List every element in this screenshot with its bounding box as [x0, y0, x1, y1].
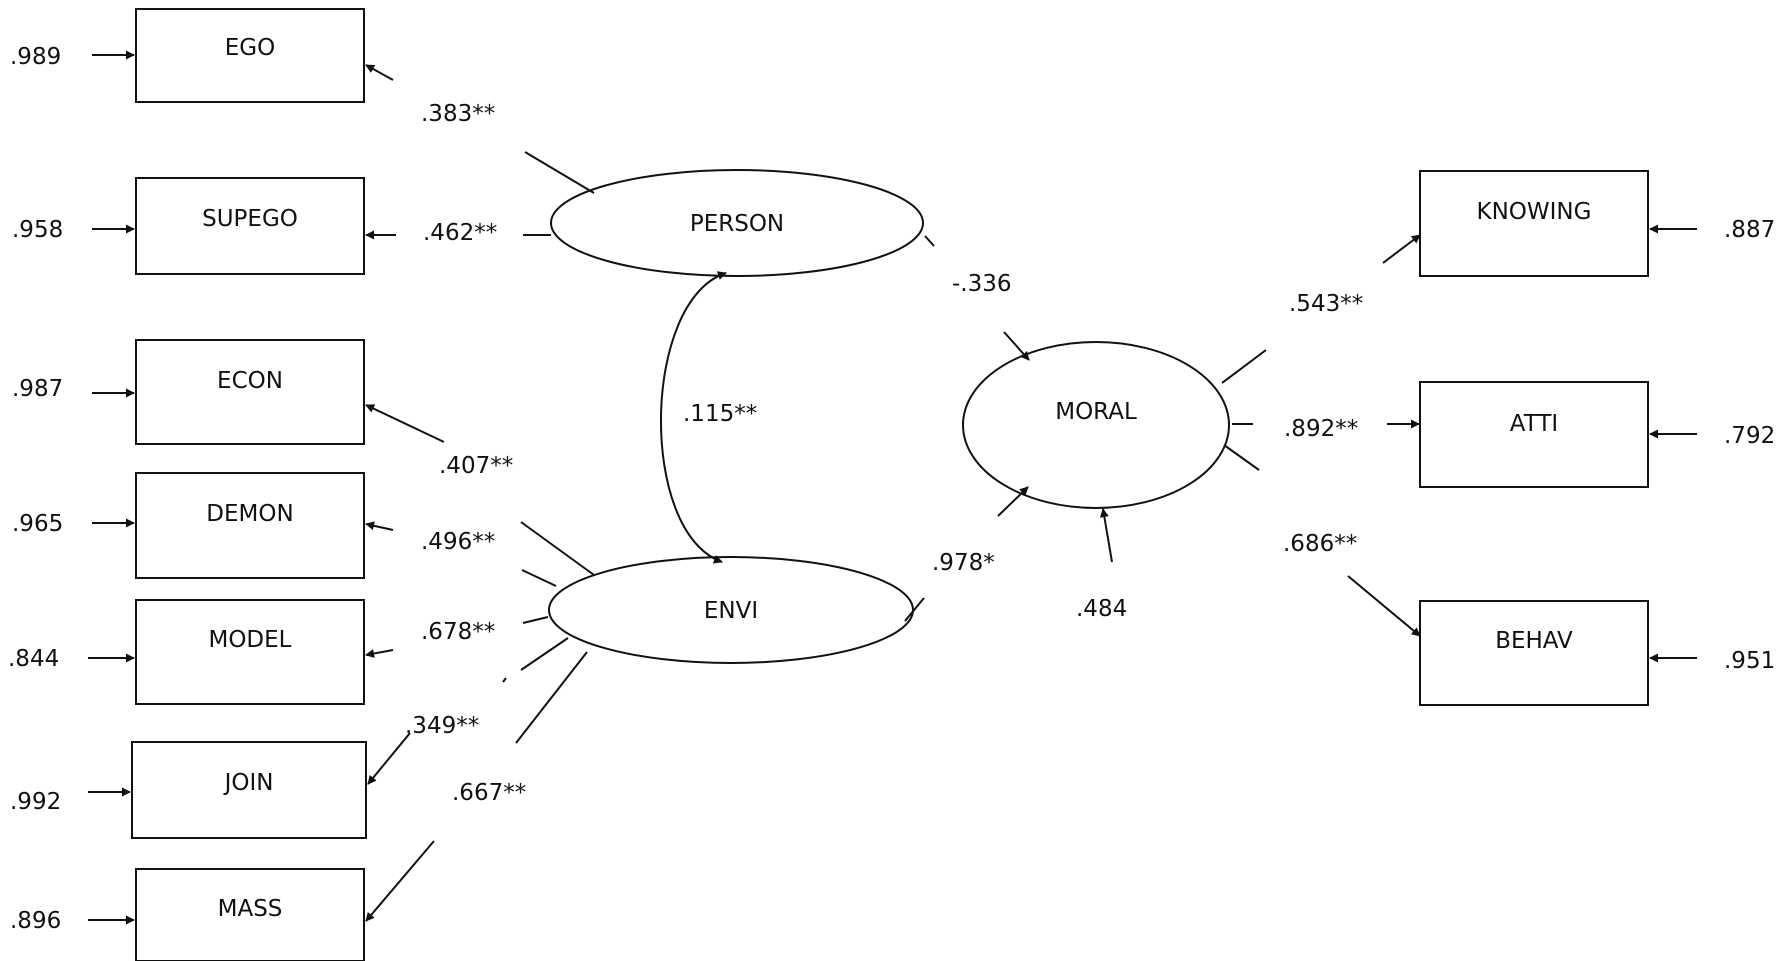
box-atti-label: ATTI: [1510, 411, 1558, 437]
loading-line-ego-stub: [524, 151, 595, 194]
error-value-atti: .792: [1724, 423, 1775, 449]
error-value-demon: .965: [12, 511, 63, 537]
loading-arrow-join: [367, 732, 411, 785]
loading-arrow-knowing: [1382, 234, 1421, 264]
box-behav-label: BEHAV: [1495, 628, 1573, 654]
error-value-supego: .958: [12, 217, 63, 243]
latent-moral-label: MORAL: [1055, 399, 1137, 425]
box-model-label: MODEL: [208, 627, 291, 653]
error-value-ego: .989: [10, 44, 61, 70]
box-knowing: KNOWING: [1419, 170, 1649, 277]
loading-arrow-demon: [365, 521, 394, 531]
path-arrow-envi-moral: [997, 486, 1029, 517]
error-value-join: .992: [10, 789, 61, 815]
loading-line-knowing-stub: [1221, 349, 1267, 384]
box-econ-label: ECON: [217, 368, 283, 394]
path-arrow-person-moral: [1003, 331, 1030, 361]
loading-value-ego: .383**: [421, 101, 495, 127]
box-model: MODEL: [135, 599, 365, 705]
loading-arrow-econ: [365, 404, 445, 443]
latent-person-label: PERSON: [690, 211, 784, 237]
box-econ: ECON: [135, 339, 365, 445]
loading-value-model: .678**: [421, 619, 495, 645]
box-atti: ATTI: [1419, 381, 1649, 488]
loading-line-demon-stub: [521, 569, 557, 587]
box-mass: MASS: [135, 868, 365, 961]
error-value-model: .844: [8, 646, 59, 672]
loading-arrow-ego: [365, 64, 394, 81]
loading-line-model-stub: [522, 616, 549, 624]
box-ego: EGO: [135, 8, 365, 103]
box-join: JOIN: [131, 741, 367, 839]
correlation-person-envi: [660, 271, 727, 564]
latent-person: PERSON: [550, 169, 924, 277]
latent-moral: MORAL: [962, 341, 1230, 509]
box-ego-label: EGO: [225, 35, 275, 61]
loading-line-mass-stub: [515, 651, 588, 744]
loading-value-atti: .892**: [1284, 416, 1358, 442]
error-arrow-moral: [1099, 508, 1113, 563]
loading-value-mass: .667**: [452, 780, 526, 806]
latent-envi-label: ENVI: [704, 598, 758, 624]
loading-value-econ: .407**: [439, 453, 513, 479]
loading-arrow-mass: [365, 840, 435, 922]
box-demon: DEMON: [135, 472, 365, 579]
box-supego: SUPEGO: [135, 177, 365, 275]
path-person-moral-stub: [924, 235, 935, 247]
loading-arrow-model: [365, 649, 394, 658]
loading-value-knowing: .543**: [1289, 291, 1363, 317]
box-behav: BEHAV: [1419, 600, 1649, 706]
path-value-person-moral: -.336: [952, 271, 1012, 297]
error-value-mass: .896: [10, 908, 61, 934]
loading-line-behav-stub: [1223, 444, 1260, 471]
loading-value-supego: .462**: [423, 220, 497, 246]
loading-value-demon: .496**: [421, 529, 495, 555]
error-value-behav: .951: [1724, 648, 1775, 674]
path-envi-moral-stub: [904, 597, 925, 622]
error-value-econ: .987: [12, 376, 63, 402]
latent-envi: ENVI: [548, 556, 914, 664]
box-supego-label: SUPEGO: [202, 206, 298, 232]
box-mass-label: MASS: [218, 896, 283, 922]
loading-line-econ-stub: [520, 521, 595, 576]
box-knowing-label: KNOWING: [1477, 199, 1592, 225]
error-value-knowing: .887: [1724, 217, 1775, 243]
loading-line-join-dash: [502, 677, 507, 683]
loading-value-join: .349**: [405, 713, 479, 739]
box-demon-label: DEMON: [206, 501, 293, 527]
path-value-envi-moral: .978*: [932, 550, 995, 576]
loading-arrow-behav: [1347, 575, 1421, 637]
path-value-person-envi: .115**: [683, 401, 757, 427]
loading-line-join-stub: [520, 637, 569, 671]
error-value-moral: .484: [1076, 596, 1127, 622]
loading-value-behav: .686**: [1283, 531, 1357, 557]
box-join-label: JOIN: [223, 770, 274, 796]
